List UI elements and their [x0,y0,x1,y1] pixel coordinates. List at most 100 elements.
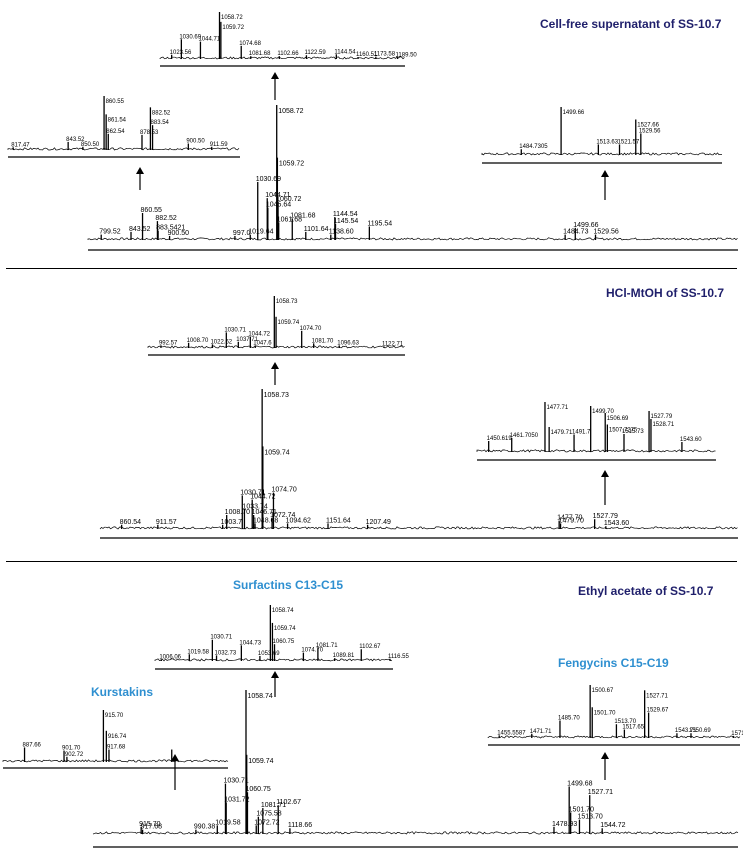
panel-0-inset-1-peak-label: 1058.72 [221,15,243,21]
panel-0-inset-1-peak-label: 1160.51 [356,52,378,58]
panel-2-inset-2-peak-label: 1543.71 [675,728,697,734]
panel-0-inset-1-peak-label: 1030.69 [179,34,201,40]
panel-2-main-spectrum-baseline-noise [92,831,739,835]
panel-2-main-spectrum-peak-label: 1478.93 [552,821,577,828]
panel-1-main-spectrum-peak-label: 1527.79 [593,513,618,520]
panel-separator [6,561,737,562]
panel-1-inset-1-peak-label: 1527.79 [651,414,673,420]
panel-0-inset-2-peak-label: 1529.56 [639,128,661,134]
panel-2-inset-2-baseline-noise [487,735,741,739]
panel-0-main-spectrum-peak-label: 860.55 [141,207,163,214]
panel-0-main-spectrum-peak-label: 1195.54 [367,221,392,228]
panel-0-inset-2-peak-label: 1521.57 [618,139,640,145]
panel-1-main-spectrum-peak-label: 860.54 [120,519,142,526]
panel-1-main-spectrum-peak-label: 1151.64 [326,517,351,524]
panel-0-inset-0-peak-label: 882.52 [152,110,171,116]
panel-2-main-spectrum-peak-label: 1031.72 [224,796,249,803]
panel-1-main-spectrum-peak-label: 1046.71 [252,509,277,516]
panel-1-inset-1-peak-label: 1506.69 [607,416,629,422]
panel-2-main-spectrum-peak-label: 1058.74 [247,693,272,700]
panel-1-main-spectrum-peak-label: 1543.60 [604,520,629,527]
panel-2-main-spectrum-peak-label: 1501.70 [569,806,594,813]
panel-1-inset-0-peak-label: 1022.62 [210,339,232,345]
annotation-fengycins: Fengycins C15-C19 [558,656,669,670]
panel-1-inset-1-peak-label: 1461.7050 [510,433,539,439]
panel-2-inset-1-peak-label: 901.70 [62,746,81,752]
panel-0-inset-1-peak-label: 1189.50 [396,53,418,59]
panel-2-main-spectrum-peak-label: 1527.71 [588,789,613,796]
panel-0-inset-1-peak-label: 1102.66 [277,51,299,57]
panel-2-main-spectrum-peak-label: 1118.66 [288,822,312,829]
panel-2-inset-2-peak-label: 1501.70 [594,710,616,716]
panel-1-inset-1-baseline-noise [476,449,716,453]
panel-title-hcl-mtoh: HCl-MtOH of SS-10.7 [606,286,725,300]
panel-1-main-spectrum-peak-label: 1479.70 [559,517,584,524]
panel-0-zoom-arrow-1-head [271,72,279,79]
panel-1-inset-1-peak-label: 1491.7 [572,430,591,436]
panel-0-zoom-arrow-0-head [136,167,144,174]
annotation-surfactins: Surfactins C13-C15 [233,578,344,592]
panel-1-main-spectrum-peak-label: 1008.70 [225,509,250,516]
panel-2-inset-0-peak-label: 1060.75 [273,639,295,645]
panel-0-inset-0-peak-label: 850.50 [81,142,100,148]
panel-2-main-spectrum-peak-label: 1059.74 [248,758,273,765]
panel-2-inset-0-baseline-noise [154,658,393,662]
panel-2-inset-2-peak-label: 1471.71 [530,729,552,735]
panel-2-inset-0-peak-label: 1081.71 [316,643,338,649]
panel-2-inset-1-peak-label: 916.74 [108,734,127,740]
panel-0-main-spectrum-peak-label: 1060.72 [276,196,301,203]
panel-0-inset-1-peak-label: 1059.72 [222,25,244,31]
panel-2-main-spectrum-peak-label: 1499.68 [567,780,592,787]
panel-1-main-spectrum-peak-label: 1094.62 [286,517,311,524]
panel-2-main-spectrum-peak-label: 1019.58 [215,819,240,826]
panel-2-zoom-arrow-0-head [271,671,279,678]
panel-title-supernatant: Cell-free supernatant of SS-10.7 [540,17,722,31]
panel-1-main-spectrum-peak-label: 1030.71 [240,489,265,496]
panel-0-zoom-arrow-2-head [601,170,609,177]
panel-2-main-spectrum-peak-label: 917.68 [141,824,163,831]
panel-2-inset-0-peak-label: 1058.74 [272,608,294,614]
panel-2-inset-2-peak-label: 1485.70 [558,716,580,722]
panel-1-main-spectrum-peak-label: 1059.74 [264,449,289,456]
panel-title-ethyl-acetate: Ethyl acetate of SS-10.7 [578,584,714,598]
panel-2-main-spectrum-peak-label: 990.38 [194,824,216,831]
panel-0-main-spectrum-peak-label: 843.52 [129,226,151,233]
panel-2-inset-0-peak-label: 1074.70 [301,648,323,654]
panel-0-inset-0-peak-label: 862.54 [106,129,125,135]
panel-0-main-spectrum-peak-label: 1059.72 [279,161,304,168]
panel-2-inset-2-peak-label: 1550.69 [689,728,711,734]
panel-0-inset-0-peak-label: 817.47 [11,142,30,148]
panel-1-main-spectrum-peak-label: 1003.7 [221,519,243,526]
panel-2-inset-2-peak-label: 1513.70 [614,719,636,725]
panel-0-main-spectrum-peak-label: 1019.64 [248,229,273,236]
panel-0-main-spectrum-peak-label: 1145.54 [334,218,359,225]
panel-2-inset-2-peak-label: 1455.5587 [497,730,526,736]
panel-1-inset-0-peak-label: 1074.70 [300,326,322,332]
panel-1-inset-0-peak-label: 1122.71 [382,341,404,347]
panel-1-inset-1-peak-label: 1543.60 [680,437,702,443]
annotation-kurstakins: Kurstakins [91,685,154,699]
panel-0-inset-0-peak-label: 911.59 [210,142,229,148]
panel-2-main-spectrum-peak-label: 915.70 [139,821,161,828]
panel-0-inset-2-peak-label: 1513.63 [596,139,618,145]
panel-2-main-spectrum-peak-label: 1544.72 [600,822,625,829]
panel-2-inset-2-peak-label: 1500.67 [592,688,614,694]
panel-2-zoom-arrow-2-head [601,752,609,759]
panel-2-main-spectrum-peak-label: 1060.75 [245,786,270,793]
panel-0-inset-1-peak-label: 1144.54 [334,49,356,55]
panel-0-inset-0-baseline-noise [7,147,240,151]
panel-0-inset-1-peak-label: 1122.59 [304,50,326,56]
panel-1-main-spectrum-peak-label: 1048.68 [253,517,278,524]
panel-2-inset-0-peak-label: 1030.71 [210,635,232,641]
panel-2-inset-0-peak-label: 1006.06 [159,654,181,660]
panel-0-main-spectrum-peak-label: 900.50 [168,230,190,237]
panel-0-inset-0-peak-label: 900.50 [186,139,205,145]
panel-2-inset-0-peak-label: 1116.55 [388,654,409,660]
panel-1-inset-1-peak-label: 1507.7275 [609,428,638,434]
panel-2-main-spectrum-peak-label: 1081.71 [261,802,286,809]
panel-1-inset-1-peak-label: 1477.71 [546,405,568,411]
panel-0-main-spectrum-peak-label: 1144.54 [333,211,358,218]
panel-2-inset-1-baseline-noise [2,759,229,763]
panel-2-main-spectrum-peak-label: 1102.67 [276,799,301,806]
